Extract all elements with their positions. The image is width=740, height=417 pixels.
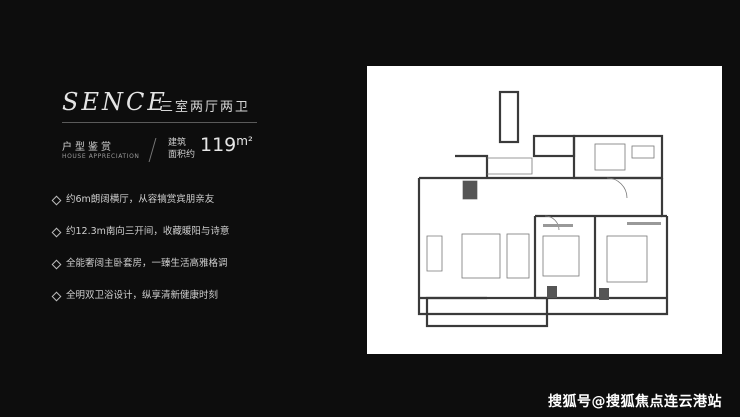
feature-item: 全明双卫浴设计，纵享清新健康时刻 xyxy=(51,289,229,321)
feature-item: 约12.3m南向三开间，收藏暖阳与诗意 xyxy=(51,225,230,257)
area-label: 建筑 面积约 xyxy=(168,137,195,161)
area-label-line2: 面积约 xyxy=(168,150,196,160)
diamond-bullet-icon xyxy=(51,195,62,206)
slash-divider xyxy=(148,138,157,162)
appreciation-label-en: HOUSE APPRECIATION xyxy=(62,153,140,160)
area-number: 119 xyxy=(200,134,237,156)
diamond-bullet-icon xyxy=(51,291,62,302)
diamond-bullet-icon xyxy=(51,227,62,238)
sence-title: SENCE xyxy=(62,88,168,116)
feature-text: 全能奢阔主卧套房，一臻生活高雅格调 xyxy=(66,258,228,269)
feature-text: 约12.3m南向三开间，收藏暖阳与诗意 xyxy=(66,226,230,237)
floor-plan-image xyxy=(417,90,669,328)
area-value: 119m² xyxy=(200,134,253,156)
watermark: 搜狐号@搜狐焦点连云港站 xyxy=(548,394,722,410)
area-label-line1: 建筑 xyxy=(168,138,187,148)
feature-list: 约6m朗阔横厅，从容犒赏宾朋亲友 约12.3m南向三开间，收藏暖阳与诗意 全能奢… xyxy=(51,193,230,321)
layout-subtitle: 三室两厅两卫 xyxy=(160,100,251,115)
area-unit: m² xyxy=(236,134,253,148)
appreciation-label: 户型鉴赏 xyxy=(62,142,114,153)
feature-item: 约6m朗阔横厅，从容犒赏宾朋亲友 xyxy=(51,193,229,225)
divider-line xyxy=(62,122,257,123)
feature-item: 全能奢阔主卧套房，一臻生活高雅格调 xyxy=(51,257,229,289)
diamond-bullet-icon xyxy=(51,259,62,270)
floor-plan-card xyxy=(367,66,722,354)
feature-text: 全明双卫浴设计，纵享清新健康时刻 xyxy=(66,290,219,301)
info-panel: SENCE 三室两厅两卫 户型鉴赏 HOUSE APPRECIATION 建筑 … xyxy=(0,0,360,417)
feature-text: 约6m朗阔横厅，从容犒赏宾朋亲友 xyxy=(66,194,215,205)
